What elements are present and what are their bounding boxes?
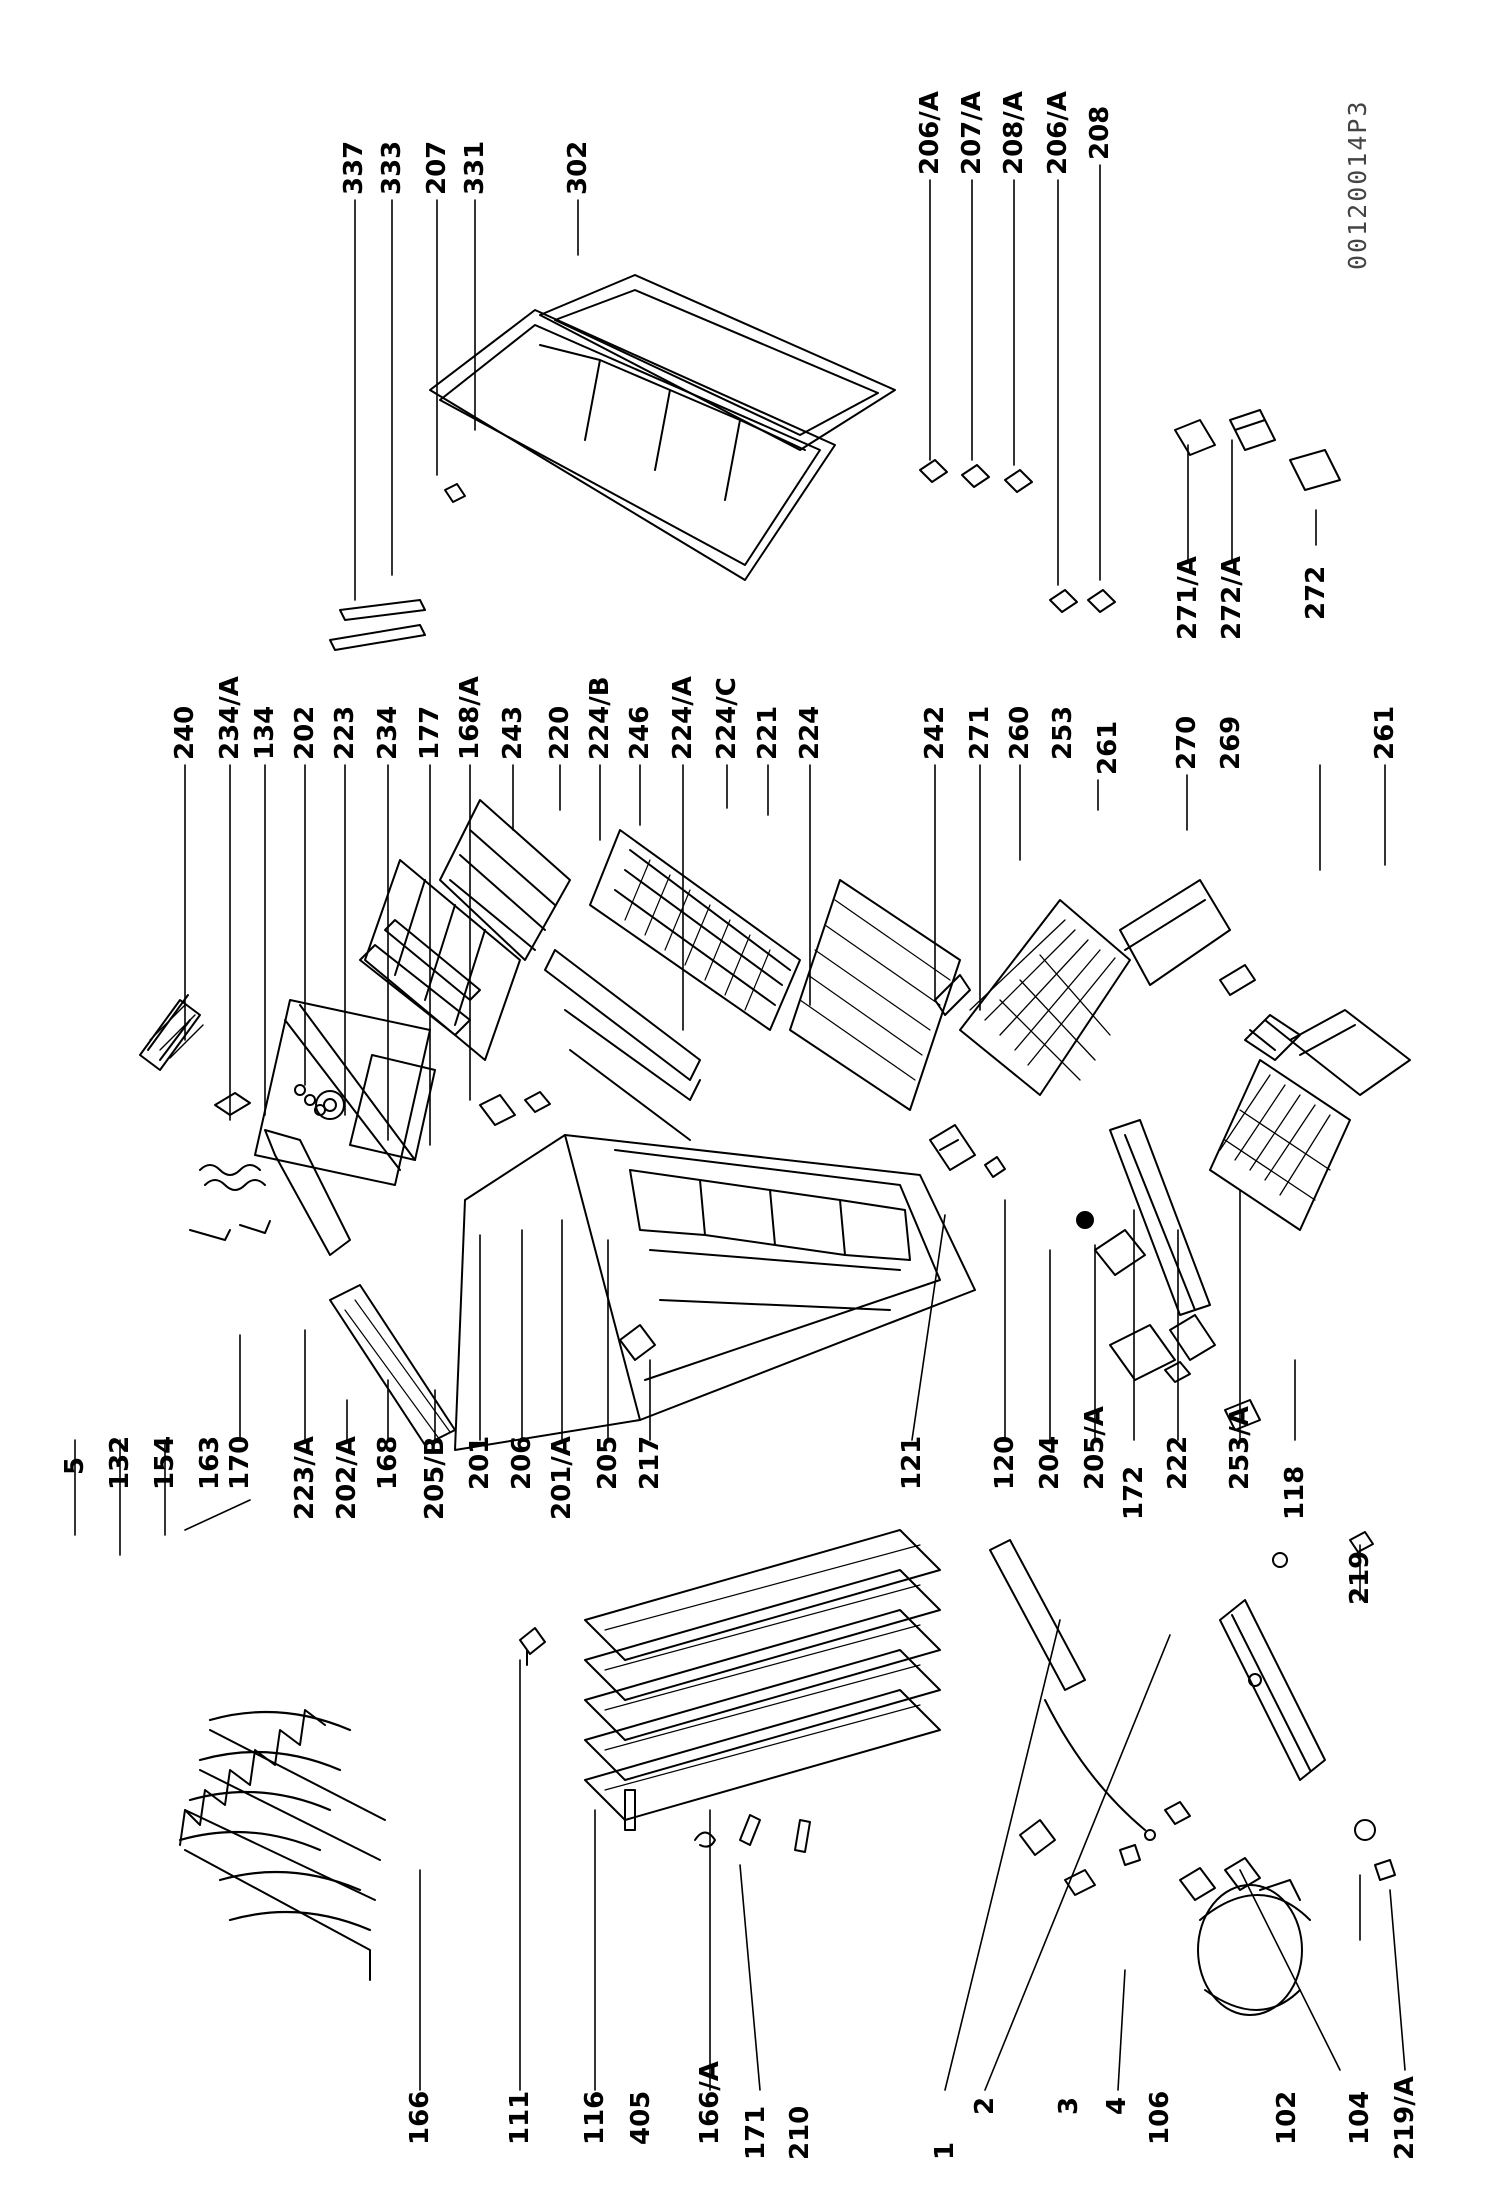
part-label: 207/A xyxy=(957,91,987,175)
part-label: 206 xyxy=(507,1435,537,1490)
part-label: 223 xyxy=(330,705,360,760)
part-label: 208/A xyxy=(999,91,1029,175)
part-label: 206/A xyxy=(915,91,945,175)
part-label: 102 xyxy=(1272,2090,1302,2145)
part-label: 224/C xyxy=(712,677,742,760)
part-label: 177 xyxy=(415,705,445,760)
part-label: 270 xyxy=(1172,715,1202,770)
part-label: 272/A xyxy=(1217,556,1247,640)
part-label: 261 xyxy=(1370,705,1400,760)
part-label: 116 xyxy=(580,2090,610,2145)
part-label: 201/A xyxy=(547,1436,577,1520)
part-label: 2 xyxy=(970,2096,1000,2115)
part-label: 172 xyxy=(1119,1465,1149,1520)
part-label: 166/A xyxy=(695,2061,725,2145)
leader-lines-top xyxy=(354,164,1317,601)
part-label: 134 xyxy=(250,705,280,760)
part-label: 205 xyxy=(593,1435,623,1490)
part-label: 242 xyxy=(920,705,950,760)
part-label: 201 xyxy=(465,1435,495,1490)
part-label: 223/A xyxy=(290,1436,320,1520)
part-label: 118 xyxy=(1280,1465,1310,1520)
part-label: 405 xyxy=(626,2090,656,2145)
base-parts xyxy=(329,1009,1411,1446)
part-label: 271/A xyxy=(1173,556,1203,640)
part-label: 224/B xyxy=(585,676,615,760)
part-label: 302 xyxy=(563,140,593,195)
part-label: 132 xyxy=(105,1435,135,1490)
part-label: 202 xyxy=(290,705,320,760)
part-label: 121 xyxy=(897,1435,927,1490)
part-label: 271 xyxy=(965,705,995,760)
part-label: 3 xyxy=(1054,2096,1084,2115)
door-parts xyxy=(329,274,1341,651)
part-label: 217 xyxy=(635,1435,665,1490)
part-label: 106 xyxy=(1145,2090,1175,2145)
leader-lines-middle xyxy=(184,764,1386,1146)
part-label: 207 xyxy=(422,140,452,195)
part-label: 202/A xyxy=(332,1436,362,1520)
part-label: 5 xyxy=(60,1456,90,1475)
part-label: 163 xyxy=(195,1435,225,1490)
control-panel-parts xyxy=(139,799,1301,1256)
part-label: 210 xyxy=(785,2105,815,2160)
part-label: 269 xyxy=(1216,715,1246,770)
drawing-reference: 00120014P3 xyxy=(1343,99,1372,270)
part-label: 337 xyxy=(339,140,369,195)
part-label: 219/A xyxy=(1390,2076,1420,2160)
part-label: 261 xyxy=(1093,720,1123,775)
part-label: 253/A xyxy=(1225,1406,1255,1490)
part-label: 243 xyxy=(498,705,528,760)
part-label: 204 xyxy=(1035,1435,1065,1490)
part-label: 205/B xyxy=(420,1436,450,1520)
part-label: 154 xyxy=(150,1435,180,1490)
part-label: 224 xyxy=(795,705,825,760)
part-label: 171 xyxy=(741,2105,771,2160)
part-label: 272 xyxy=(1301,565,1331,620)
part-label: 168 xyxy=(373,1435,403,1490)
part-label: 1 xyxy=(930,2141,960,2160)
part-label: 224/A xyxy=(668,676,698,760)
part-label: 333 xyxy=(377,140,407,195)
leader-lines-bottom xyxy=(419,1544,1406,2091)
part-label: 208 xyxy=(1085,105,1115,160)
part-label: 234 xyxy=(373,705,403,760)
part-label: 240 xyxy=(170,705,200,760)
part-label: 166 xyxy=(405,2090,435,2145)
part-label: 170 xyxy=(225,1435,255,1490)
part-label: 104 xyxy=(1345,2090,1375,2145)
part-label: 220 xyxy=(545,705,575,760)
part-label: 222 xyxy=(1163,1435,1193,1490)
part-label: 168/A xyxy=(455,676,485,760)
condenser-and-compressor xyxy=(178,1529,1396,2016)
part-label: 246 xyxy=(625,705,655,760)
part-label: 234/A xyxy=(215,676,245,760)
part-label: 219 xyxy=(1345,1550,1375,1605)
cabinet-body xyxy=(454,1091,976,1451)
part-label: 120 xyxy=(990,1435,1020,1490)
part-label: 331 xyxy=(460,140,490,195)
part-label: 111 xyxy=(505,2090,535,2145)
part-label: 221 xyxy=(753,705,783,760)
part-label: 206/A xyxy=(1043,91,1073,175)
part-label: 205/A xyxy=(1080,1406,1110,1490)
part-label: 253 xyxy=(1048,705,1078,760)
part-label: 4 xyxy=(1102,2096,1132,2115)
part-label: 260 xyxy=(1005,705,1035,760)
